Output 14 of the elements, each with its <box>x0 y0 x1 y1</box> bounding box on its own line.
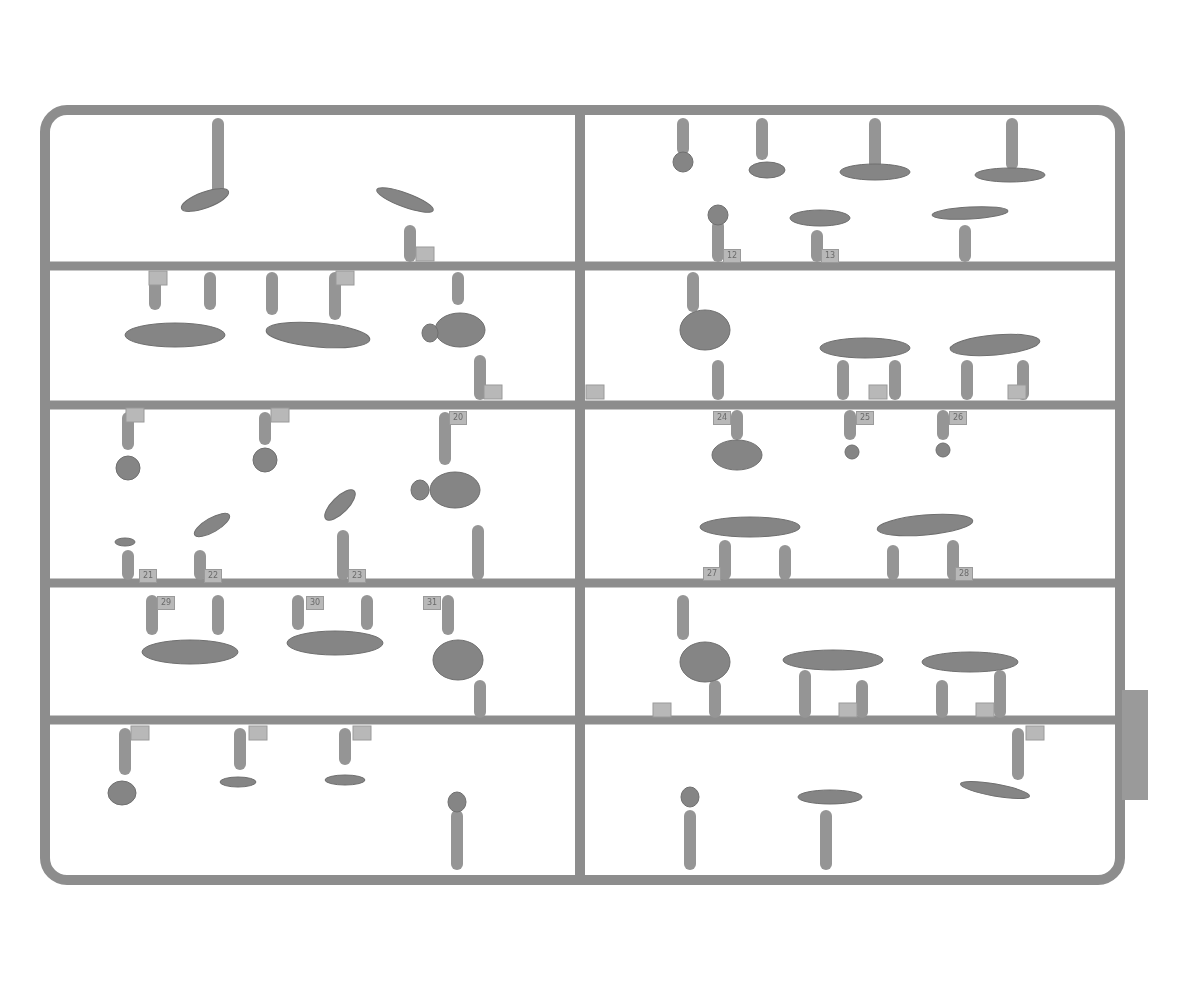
part-number: 24 <box>713 411 731 425</box>
part-number: 23 <box>348 569 366 583</box>
part-number: 13 <box>821 249 839 263</box>
part-number: 31 <box>423 596 441 610</box>
part-number: 30 <box>306 596 324 610</box>
part-number: 28 <box>955 567 973 581</box>
part-number: 25 <box>856 411 874 425</box>
part-number: 26 <box>949 411 967 425</box>
part-number: 21 <box>139 569 157 583</box>
part-number: 29 <box>157 596 175 610</box>
part-number: 27 <box>703 567 721 581</box>
part-number: 12 <box>723 249 741 263</box>
part-number: 22 <box>204 569 222 583</box>
part-number: 20 <box>449 411 467 425</box>
